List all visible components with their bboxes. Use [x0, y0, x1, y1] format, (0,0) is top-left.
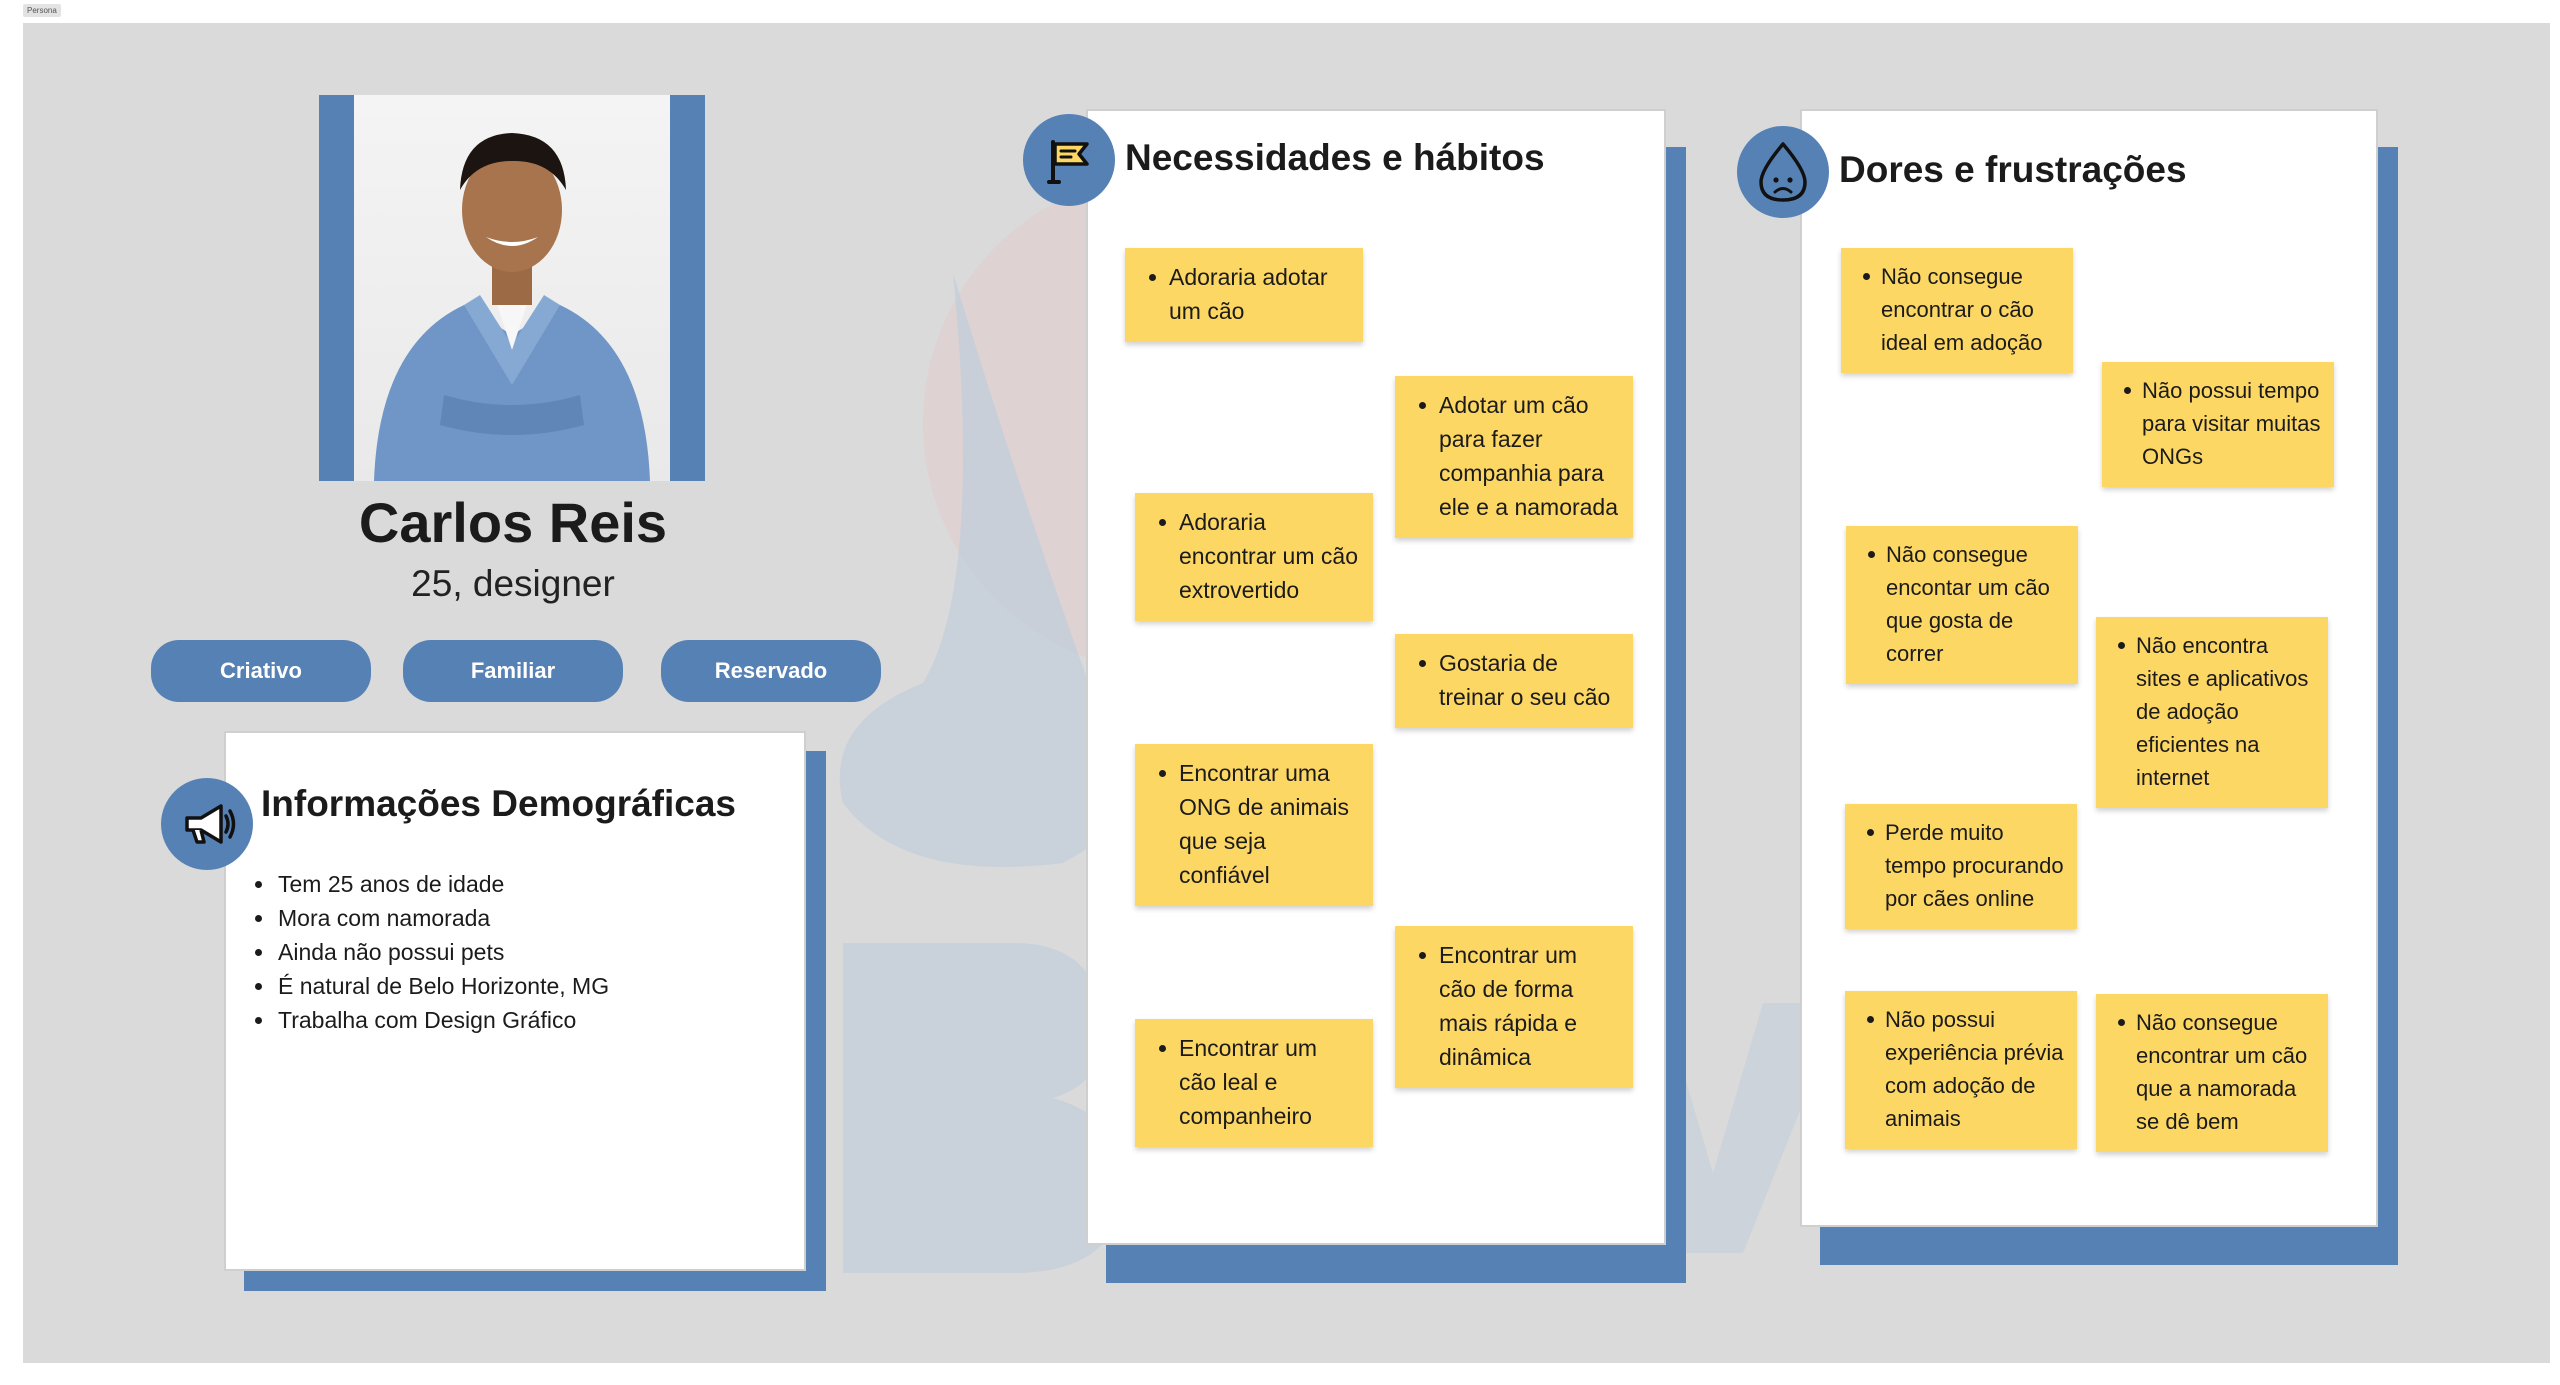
frame-label[interactable]: Persona [23, 4, 61, 17]
megaphone-icon [185, 804, 236, 844]
pains-title: Dores e frustrações [1839, 149, 2187, 190]
demographics-item: É natural de Belo Horizonte, MG [276, 969, 609, 1003]
demographics-icon-badge [161, 778, 253, 870]
pains-sticky-note[interactable]: Não consegue encontrar o cão ideal em ad… [1841, 248, 2073, 373]
trait-tag-criativo[interactable]: Criativo [151, 640, 371, 702]
demographics-item: Trabalha com Design Gráfico [276, 1003, 609, 1037]
persona-name: Carlos Reis [358, 491, 668, 554]
needs-sticky-note[interactable]: Adotar um cão para fazer companhia para … [1395, 376, 1633, 538]
needs-sticky-note[interactable]: Adoraria adotar um cão [1125, 248, 1363, 342]
persona-age-occupation: 25, designer [411, 563, 615, 604]
demographics-list: Tem 25 anos de idade Mora com namorada A… [246, 867, 609, 1037]
persona-photo-frame [319, 95, 705, 481]
pains-sticky-note[interactable]: Não possui experiência prévia com adoção… [1845, 991, 2077, 1149]
demographics-panel[interactable] [224, 731, 806, 1271]
trait-tag-familiar[interactable]: Familiar [403, 640, 623, 702]
demographics-item: Tem 25 anos de idade [276, 867, 609, 901]
flag-icon [1047, 140, 1089, 184]
persona-board: Carlos Reis 25, designer Criativo Famili… [23, 23, 2550, 1363]
needs-icon-badge [1023, 114, 1115, 206]
pains-icon-badge [1737, 126, 1829, 218]
needs-sticky-note[interactable]: Encontrar um cão leal e companheiro [1135, 1019, 1373, 1147]
pains-sticky-note[interactable]: Não consegue encontrar um cão que a namo… [2096, 994, 2328, 1152]
needs-sticky-note[interactable]: Encontrar um cão de forma mais rápida e … [1395, 926, 1633, 1088]
pains-sticky-note[interactable]: Não possui tempo para visitar muitas ONG… [2102, 362, 2334, 487]
demographics-item: Mora com namorada [276, 901, 609, 935]
pains-sticky-note[interactable]: Perde muito tempo procurando por cães on… [1845, 804, 2077, 929]
persona-photo[interactable] [354, 95, 670, 481]
trait-tag-reservado[interactable]: Reservado [661, 640, 881, 702]
sad-drop-icon [1759, 142, 1807, 202]
pains-sticky-note[interactable]: Não consegue encontar um cão que gosta d… [1846, 526, 2078, 684]
demographics-item: Ainda não possui pets [276, 935, 609, 969]
needs-title: Necessidades e hábitos [1125, 137, 1545, 178]
needs-sticky-note[interactable]: Encontrar uma ONG de animais que seja co… [1135, 744, 1373, 906]
person-photo-icon [374, 133, 650, 481]
needs-sticky-note[interactable]: Adoraria encontrar um cão extrovertido [1135, 493, 1373, 621]
demographics-title: Informações Demográficas [261, 783, 737, 824]
needs-sticky-note[interactable]: Gostaria de treinar o seu cão [1395, 634, 1633, 728]
pains-sticky-note[interactable]: Não encontra sites e aplicativos de adoç… [2096, 617, 2328, 808]
